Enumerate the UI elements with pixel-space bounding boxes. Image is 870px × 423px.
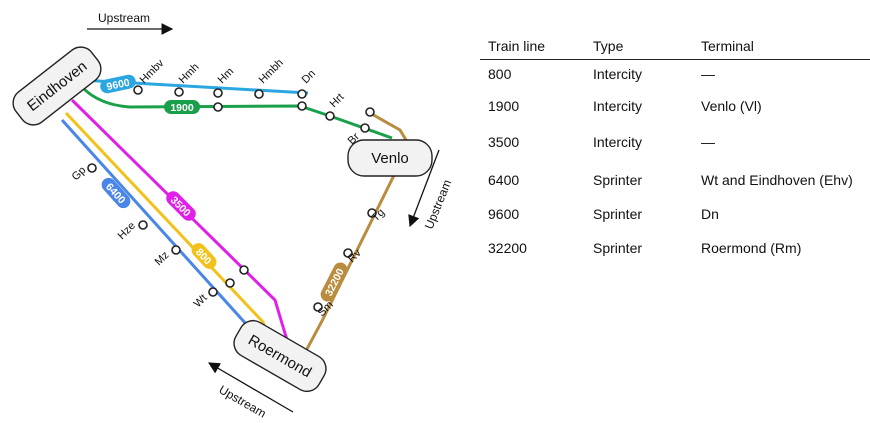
station-wt [208,287,218,297]
station-gp [87,163,97,173]
cell-line: 1900 [488,98,520,114]
cell-terminal: Wt and Eindhoven (Ehv) [701,172,853,188]
city-label-venlo: Venlo [371,150,409,167]
upstream-label-bottom: Upstream [217,382,269,420]
station-label-wt: Wt [192,292,210,310]
badge-3500: 3500 [166,191,196,221]
station-mz [171,245,181,255]
station-hmh [174,87,184,97]
svg-text:1900: 1900 [170,102,194,114]
cell-type: Sprinter [593,240,643,256]
header-terminal: Terminal [701,38,754,54]
station-label-hmbh: Hmbh [257,57,286,86]
cell-type: Sprinter [593,206,643,222]
city-roermond: Roermond [233,319,327,393]
station-dn [297,89,307,99]
header-type: Type [593,38,624,54]
station-label-gp: Gp [70,164,89,183]
cell-type: Intercity [593,66,643,82]
header-divider [480,59,870,60]
station-label-hze: Hze [116,220,138,242]
cell-type: Sprinter [593,172,643,188]
station-rv [343,248,353,258]
station-sm [313,302,323,312]
station-label-dn: Dn [300,68,318,86]
cell-type: Intercity [593,134,643,150]
line-3500-track [70,98,289,341]
station-tg [367,208,377,218]
svg-text:9600: 9600 [106,77,131,94]
station-800-b [225,278,235,288]
city-venlo: Venlo [347,139,433,177]
station-hrt [325,111,335,121]
cell-type: Intercity [593,98,643,114]
station-br [360,123,370,133]
rail-network-diagram: Upstream Upstream Upstream 9600 1900 350… [12,11,454,421]
cell-terminal: — [701,134,715,150]
badge-9600: 9600 [100,74,136,94]
cell-line: 6400 [488,172,520,188]
station-32200-top [365,107,375,117]
station-1900-a [213,102,223,112]
cell-terminal: Roermond (Rm) [701,240,802,256]
station-hm [213,88,223,98]
station-1900-b [297,101,307,111]
station-label-hmh: Hmh [177,61,202,86]
line-1900-track [81,86,393,140]
line-800-track [64,111,272,346]
line-6400-track [60,118,267,347]
station-label-mz: Mz [153,249,172,268]
cell-line: 800 [488,66,512,82]
station-3500-a [239,265,249,275]
badge-32200: 32200 [320,262,348,302]
station-label-hrt: Hrt [328,91,347,110]
upstream-label-top: Upstream [98,11,150,25]
station-hmbh [254,89,264,99]
cell-line: 3500 [488,134,520,150]
cell-line: 9600 [488,206,520,222]
cell-terminal: Dn [701,206,719,222]
station-hze [138,220,148,230]
badge-1900: 1900 [164,100,200,114]
city-eindhoven: Eindhoven [12,46,102,126]
cell-terminal: — [701,66,715,82]
station-label-hm: Hm [216,66,237,87]
upstream-label-right: Upstream [422,178,454,231]
station-label-hmbv: Hmbv [138,57,167,86]
cell-line: 32200 [488,240,527,256]
station-hmbv [133,85,143,95]
cell-terminal: Venlo (Vl) [701,98,762,114]
header-train-line: Train line [488,38,546,54]
upstream-arrow-top: Upstream [87,11,174,35]
